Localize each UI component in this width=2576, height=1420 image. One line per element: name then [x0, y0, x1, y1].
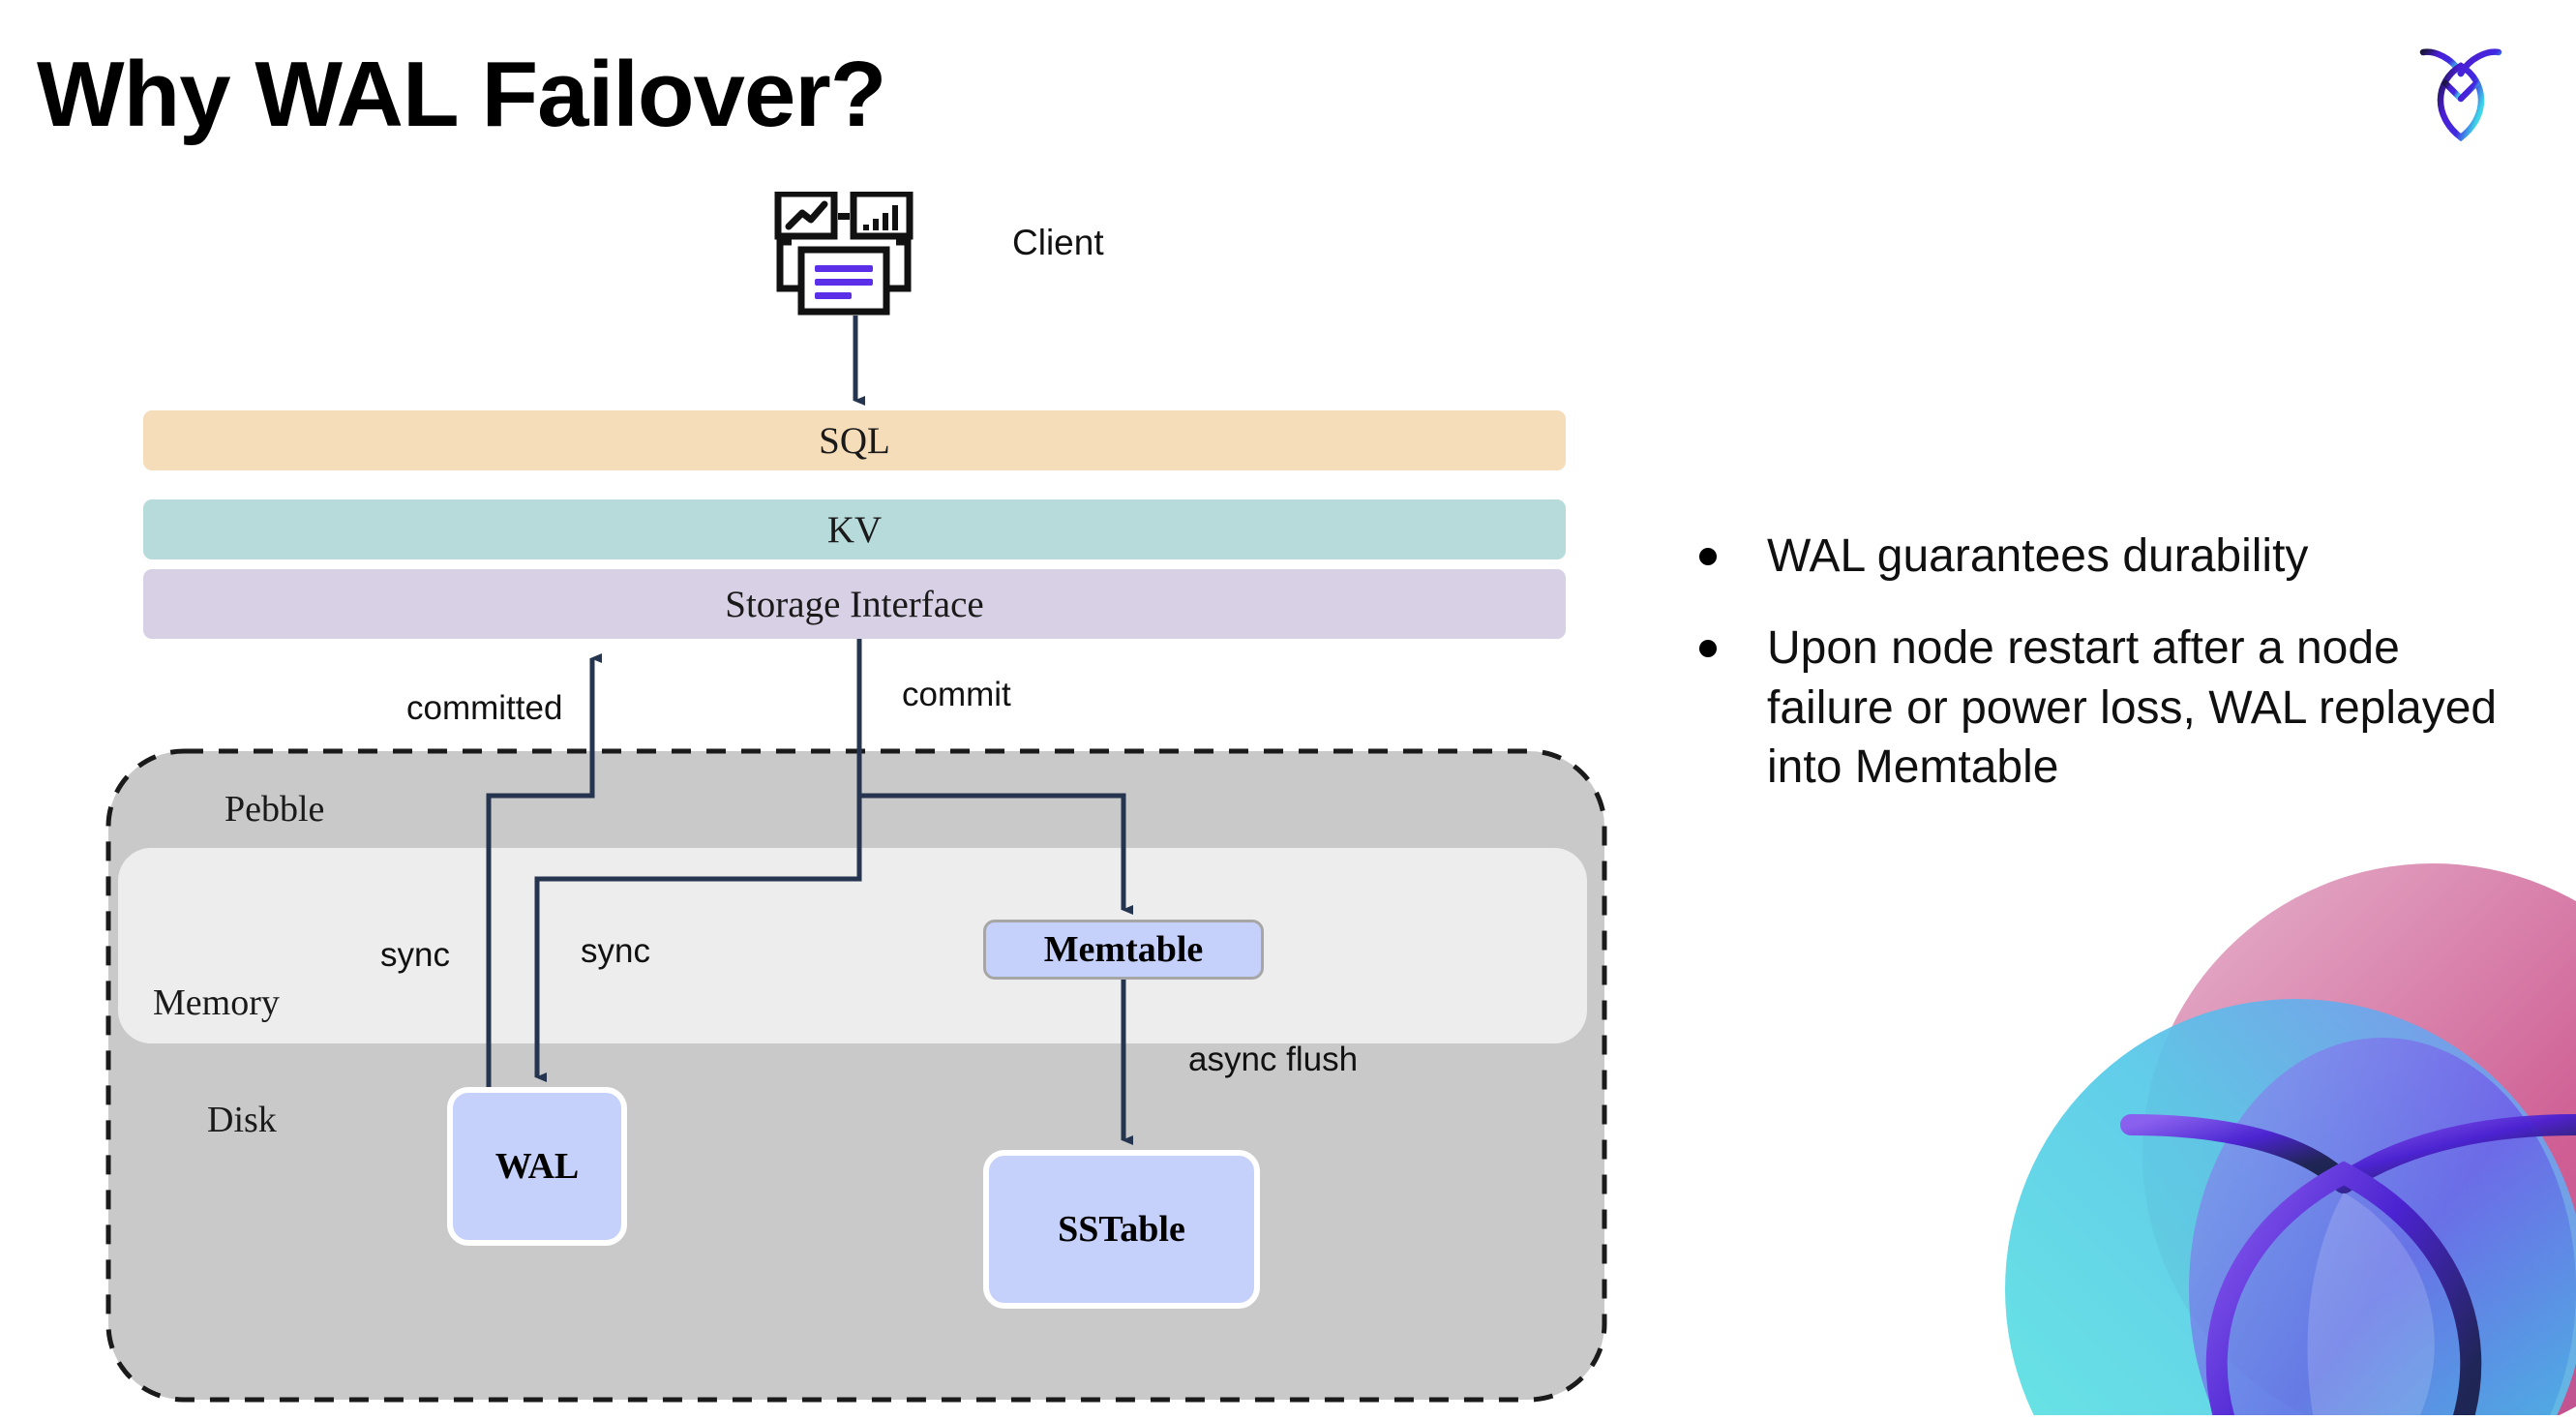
- layer-bar-kv-label: KV: [826, 508, 883, 551]
- layer-bar-storage-interface-label: Storage Interface: [725, 583, 984, 625]
- edge-commit-to-wal-sync: [534, 639, 862, 1082]
- page-title: Why WAL Failover?: [37, 43, 886, 146]
- node-wal[interactable]: WAL: [447, 1087, 627, 1246]
- client-label: Client: [1012, 223, 1104, 262]
- pebble-region-label: Pebble: [225, 789, 325, 830]
- edge-committed-to-storage: [486, 653, 602, 1094]
- list-item: WAL guarantees durability: [1699, 527, 2502, 586]
- bullet-dot-icon: [1699, 640, 1717, 658]
- client-dashboard-icon: [774, 190, 929, 316]
- disk-region-label: Disk: [207, 1100, 277, 1140]
- edge-label-commit: commit: [902, 676, 1011, 713]
- node-wal-label: WAL: [494, 1146, 580, 1187]
- bullet-text: WAL guarantees durability: [1767, 530, 2309, 582]
- bullet-list: WAL guarantees durability Upon node rest…: [1699, 527, 2502, 831]
- memory-region-label: Memory: [153, 982, 280, 1023]
- edge-label-async-flush: async flush: [1188, 1041, 1359, 1078]
- layer-bar-storage-interface[interactable]: Storage Interface: [143, 569, 1566, 639]
- layer-bar-kv[interactable]: KV: [143, 499, 1566, 559]
- bullet-text: Upon node restart after a node failure o…: [1767, 622, 2498, 794]
- cockroachdb-logo: [2402, 31, 2520, 149]
- node-sstable[interactable]: SSTable: [983, 1150, 1260, 1309]
- edge-label-sync-right: sync: [581, 932, 650, 970]
- edge-label-committed: committed: [406, 689, 563, 727]
- node-memtable-label: Memtable: [1043, 929, 1204, 970]
- list-item: Upon node restart after a node failure o…: [1699, 619, 2502, 797]
- layer-bar-sql[interactable]: SQL: [143, 410, 1566, 470]
- bullet-dot-icon: [1699, 548, 1717, 565]
- node-memtable[interactable]: Memtable: [983, 920, 1264, 980]
- cockroachdb-gradient-artwork: [1841, 834, 2576, 1415]
- architecture-diagram: Client SQL KV Storage Interface Pebble M…: [105, 190, 1607, 1403]
- layer-bar-sql-label: SQL: [819, 419, 890, 462]
- edge-label-sync-left: sync: [380, 936, 450, 974]
- node-sstable-label: SSTable: [1058, 1209, 1185, 1250]
- memory-region: [118, 848, 1587, 1043]
